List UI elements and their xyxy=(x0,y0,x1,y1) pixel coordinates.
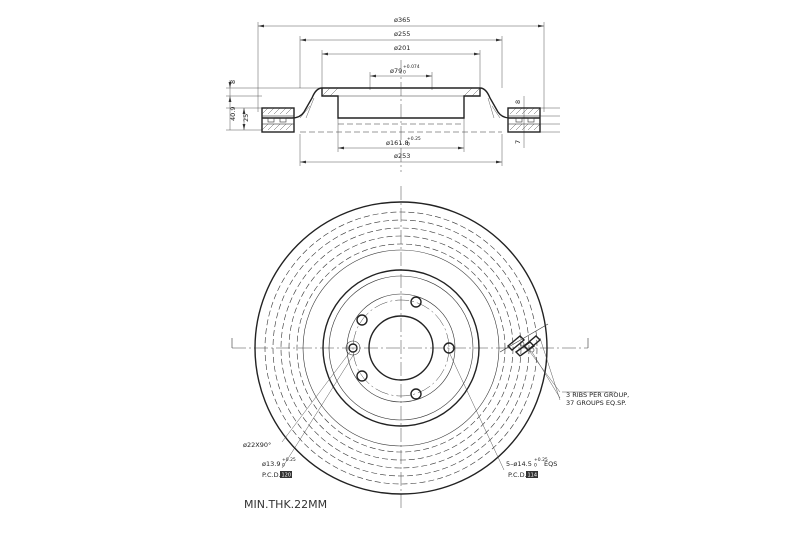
note-ribs-line-2: 37 GROUPS EQ.SP. xyxy=(566,399,626,407)
section-view: ø365 ø255 ø201 ø79 +0.074 0 ø161.8 +0.25… xyxy=(226,16,560,172)
dim-inner-diameter: ø201 xyxy=(394,44,410,52)
rib-detail xyxy=(499,323,549,357)
dim-pilot-tol-upper: +0.25 xyxy=(407,136,421,142)
hat-outer-edge xyxy=(322,269,480,427)
pcd-circle xyxy=(352,299,450,397)
dim-total-height: 40.9 xyxy=(229,107,237,121)
dim-pilot-diameter: ø161.8 xyxy=(386,139,409,147)
note-ribs-line-1: 3 RIBS PER GROUP, xyxy=(566,391,629,399)
hatch-left xyxy=(261,107,293,131)
note-pcd-label-1: P.C.D. xyxy=(262,471,281,479)
note-pcd-label-2: P.C.D. xyxy=(508,471,527,479)
front-view: ø22X90° ø13.9 +0.25 0 P.C.D. 120 5–ø14.5… xyxy=(231,186,629,510)
bolt-hole xyxy=(443,342,455,354)
note-chamfer: ø22X90° xyxy=(243,441,271,449)
bolt-hole xyxy=(356,370,368,382)
dim-right-thickness-lower: 7 xyxy=(514,140,522,144)
bolt-hole xyxy=(410,296,422,308)
dim-pilot-tol-lower: 0 xyxy=(407,142,410,148)
hatch-right xyxy=(509,107,541,131)
dim-center-tol-upper: +0.074 xyxy=(403,64,420,70)
dim-right-thickness: 8 xyxy=(514,100,522,104)
dim-hat-diameter: ø255 xyxy=(394,30,410,38)
note-small-hole-tol-upper: +0.25 xyxy=(282,457,296,463)
min-thickness-note: MIN.THK.22MM xyxy=(244,498,327,511)
center-bore xyxy=(368,315,434,381)
note-small-hole-tol-lower: 0 xyxy=(282,463,285,469)
disc-outer-edge xyxy=(254,201,548,495)
note-bolt-holes-eqs: EQS xyxy=(544,460,557,468)
dim-top-height: 8 xyxy=(229,80,237,84)
dim-center-bore: ø79 xyxy=(390,67,402,75)
dim-center-tol-lower: 0 xyxy=(403,70,406,76)
dim-bottom-diameter: ø253 xyxy=(394,152,410,160)
note-bolt-holes: 5–ø14.5 xyxy=(506,460,532,468)
note-bolt-holes-tol-lower: 0 xyxy=(534,463,537,469)
note-pcd-value-2: 114 xyxy=(528,473,538,479)
dim-hat-height: 25 xyxy=(242,114,250,122)
note-pcd-value-1: 120 xyxy=(282,473,292,479)
bolt-hole xyxy=(356,314,368,326)
bolt-hole xyxy=(410,388,422,400)
note-bolt-holes-tol-upper: +0.25 xyxy=(534,457,548,463)
note-small-hole: ø13.9 xyxy=(262,460,280,468)
bolt-holes xyxy=(345,296,455,400)
locating-hole xyxy=(348,343,358,353)
hatch-hat xyxy=(299,87,501,119)
dim-outer-diameter: ø365 xyxy=(394,16,410,24)
